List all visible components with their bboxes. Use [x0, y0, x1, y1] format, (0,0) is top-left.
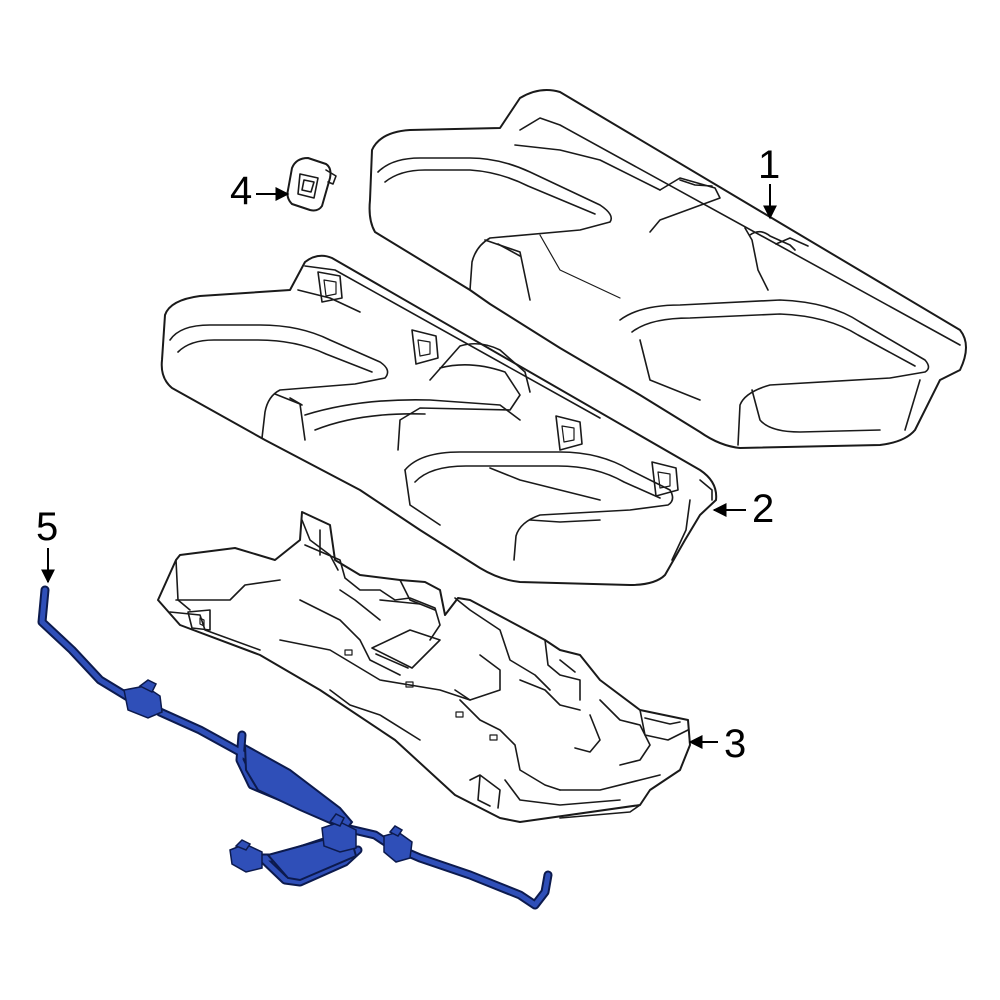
connector-a [123, 679, 163, 719]
part-3-seat-frame [157, 511, 691, 823]
svg-text:4: 4 [230, 169, 252, 213]
callout-3: 3 [688, 722, 746, 766]
callout-4: 4 [230, 169, 290, 213]
connector-c [383, 825, 413, 863]
callout-2: 2 [712, 487, 774, 531]
callout-1: 1 [758, 143, 780, 220]
part-4-headrest-guide [286, 157, 337, 212]
svg-text:1: 1 [758, 143, 780, 187]
connector-b [321, 813, 357, 853]
svg-text:5: 5 [36, 505, 58, 549]
part-5-wire-harness [37, 585, 553, 910]
part-1-seat-cushion-upper [368, 89, 967, 449]
svg-text:2: 2 [752, 487, 774, 531]
connector-d [229, 839, 263, 873]
part-2-seat-cushion [160, 254, 718, 586]
svg-text:3: 3 [724, 722, 746, 766]
callout-5: 5 [36, 505, 58, 584]
